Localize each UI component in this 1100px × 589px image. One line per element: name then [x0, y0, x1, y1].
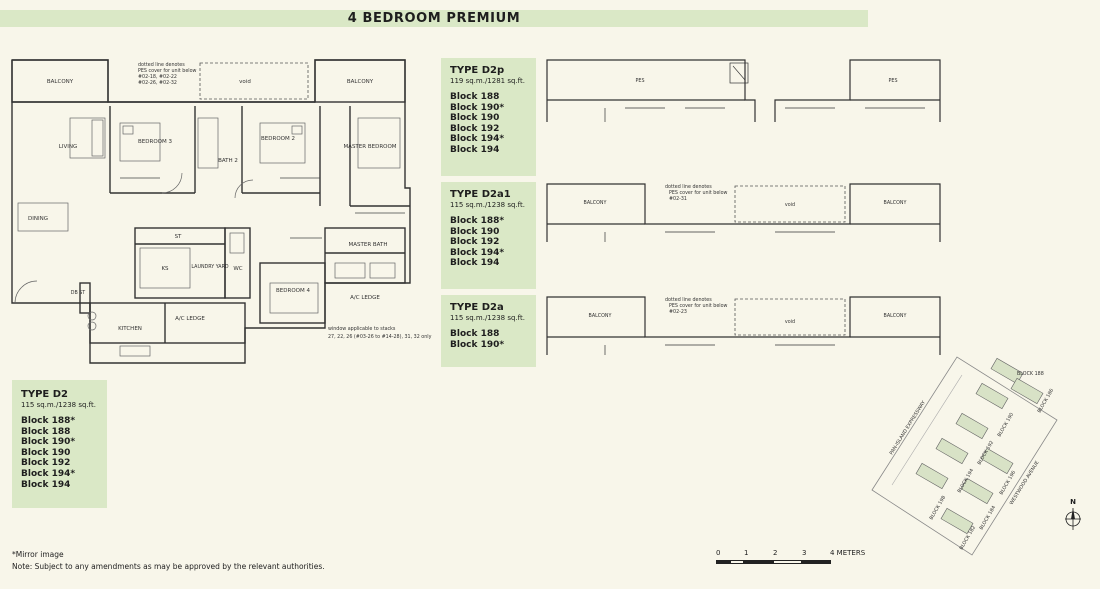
compass-icon: [1065, 508, 1081, 530]
subject-note: Note: Subject to any amendments as may b…: [12, 562, 325, 571]
site-block-3: BLOCK 190: [997, 412, 1016, 438]
room-kitchen: KITCHEN: [118, 326, 142, 332]
d2a1-balcony-left: BALCONY: [584, 200, 607, 206]
room-bedroom4: BEDROOM 4: [276, 288, 310, 294]
room-bath2: BATH 2: [218, 158, 238, 164]
site-block-1: BLOCK 188: [1017, 371, 1044, 377]
room-void: void: [239, 79, 251, 85]
note-pes-line1: dotted line denotes: [138, 62, 185, 68]
type-d2a1-block-1: Block 188*: [450, 216, 505, 226]
type-d2a1-name: TYPE D2a1: [450, 189, 511, 200]
room-bedroom3: BEDROOM 3: [138, 139, 172, 145]
type-d2-name: TYPE D2: [21, 389, 68, 400]
partial-plan-d2a1: BALCONY void BALCONY dotted line denotes…: [545, 182, 945, 251]
site-block-8: BLOCK 184: [979, 505, 998, 531]
type-d2a1-block-5: Block 194: [450, 258, 500, 269]
type-d2a1-block-4: Block 194*: [450, 247, 505, 258]
scale-tick-0: 0: [716, 549, 721, 557]
type-d2p-block-4: Block 192: [450, 123, 500, 134]
room-st: ST: [175, 234, 182, 240]
note-window-line1: window applicable to stacks: [328, 326, 396, 332]
type-d2p-size: 119 sq.m./1281 sq.ft.: [450, 77, 525, 85]
main-floor-plan: BALCONY void BALCONY LIVING BEDROOM 3 BE…: [10, 58, 432, 372]
road-pie: PAN-ISLAND EXPRESSWAY: [889, 400, 927, 456]
type-d2a-size: 115 sq.m./1238 sq.ft.: [450, 314, 525, 322]
type-d2-block-2: Block 188: [21, 426, 71, 437]
type-d2a-block-2: Block 190*: [450, 339, 505, 350]
type-d2a1-size: 115 sq.m./1238 sq.ft.: [450, 201, 525, 209]
d2a-balcony-left: BALCONY: [589, 313, 612, 319]
type-d2a-block-1: Block 188: [450, 329, 500, 339]
type-d2a-box: TYPE D2a 115 sq.m./1238 sq.ft. Block 188…: [441, 295, 536, 367]
north-arrow: N: [1064, 498, 1082, 534]
d2a-void: void: [785, 319, 795, 325]
page-title: 4 BEDROOM PREMIUM: [347, 11, 521, 26]
type-d2-block-3: Block 190*: [21, 437, 76, 448]
scale-tick-1: 1: [744, 549, 749, 557]
d2p-pes-left: PES: [636, 78, 645, 84]
type-d2p-block-1: Block 188: [450, 92, 500, 102]
room-master-bedroom: MASTER BEDROOM: [343, 144, 396, 150]
type-d2-block-1: Block 188*: [21, 416, 76, 426]
room-laundry: LAUNDRY YARD: [191, 264, 229, 270]
type-d2p-block-2: Block 190*: [450, 102, 505, 113]
site-plan: PAN-ISLAND EXPRESSWAY WESTWOOD AVENUE BL…: [862, 345, 1067, 564]
note-pes-line4: #02-26, #02-32: [138, 80, 177, 86]
d2a1-balcony-right: BALCONY: [884, 200, 907, 206]
room-dining: DINING: [28, 216, 48, 222]
partial-plan-d2p: PES PES: [545, 58, 945, 132]
d2a1-note-line3: #02-31: [669, 196, 687, 202]
d2a1-void: void: [785, 202, 795, 208]
type-d2p-block-5: Block 194*: [450, 134, 505, 145]
scale-tick-3: 3: [802, 549, 807, 557]
d2a1-note-line2: PES cover for unit below: [669, 190, 728, 196]
note-pes-line2: PES cover for unit below: [138, 68, 197, 74]
d2a-note-line2: PES cover for unit below: [669, 303, 728, 309]
type-d2a1-box: TYPE D2a1 115 sq.m./1238 sq.ft. Block 18…: [441, 182, 536, 289]
d2p-pes-right: PES: [889, 78, 898, 84]
road-westwood: WESTWOOD AVENUE: [1009, 460, 1041, 506]
room-balcony-right: BALCONY: [347, 79, 374, 85]
room-ac-ledge-right: A/C LEDGE: [350, 295, 380, 301]
room-bedroom2: BEDROOM 2: [261, 136, 295, 142]
room-living: LIVING: [59, 144, 77, 150]
note-pes-line3: #02-18, #02-22: [138, 74, 177, 80]
d2a-balcony-right: BALCONY: [884, 313, 907, 319]
type-d2a-name: TYPE D2a: [450, 302, 504, 313]
scale-tick-2: 2: [773, 549, 778, 557]
type-d2p-box: TYPE D2p 119 sq.m./1281 sq.ft. Block 188…: [441, 58, 536, 176]
room-wc: WC: [233, 266, 242, 272]
partial-plan-d2a: BALCONY void BALCONY dotted line denotes…: [545, 295, 945, 364]
type-d2a1-block-3: Block 192: [450, 237, 500, 248]
north-label: N: [1070, 498, 1076, 506]
type-d2-box: TYPE D2 115 sq.m./1238 sq.ft. Block 188*…: [12, 380, 107, 508]
type-d2a1-block-2: Block 190: [450, 226, 500, 237]
type-d2-block-7: Block 194: [21, 479, 71, 490]
site-block-6: BLOCK 196: [999, 470, 1018, 496]
room-balcony-left: BALCONY: [47, 79, 74, 85]
room-db-st: DB ST: [71, 290, 86, 296]
d2a-note-line1: dotted line denotes: [665, 297, 712, 303]
mirror-note: *Mirror image: [12, 550, 64, 559]
room-master-bath: MASTER BATH: [348, 242, 387, 248]
title-bar: [0, 10, 868, 27]
type-d2p-block-6: Block 194: [450, 144, 500, 155]
type-d2-block-4: Block 190: [21, 447, 71, 458]
note-window-line2: 27, 22, 26 (#03-26 to #14-28), 31, 32 on…: [328, 334, 432, 340]
scale-tick-4: 4 METERS: [830, 549, 866, 557]
type-d2-block-5: Block 192: [21, 458, 71, 469]
d2a1-note-line1: dotted line denotes: [665, 184, 712, 190]
room-ks: KS: [161, 266, 169, 272]
type-d2p-block-3: Block 190: [450, 113, 500, 124]
d2a-note-line3: #02-23: [669, 309, 687, 315]
type-d2-block-6: Block 194*: [21, 468, 76, 479]
type-d2-size: 115 sq.m./1238 sq.ft.: [21, 401, 96, 409]
room-ac-ledge-bottom: A/C LEDGE: [175, 316, 205, 322]
type-d2p-name: TYPE D2p: [450, 65, 505, 76]
